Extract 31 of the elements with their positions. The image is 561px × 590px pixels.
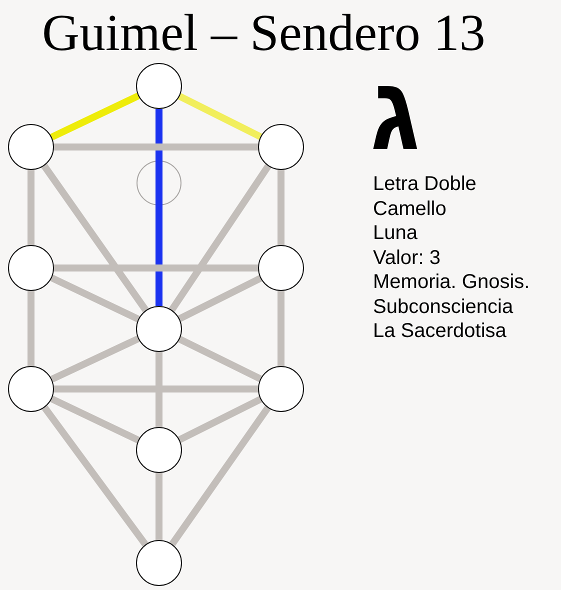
path-line	[178, 275, 262, 322]
path-line	[50, 274, 140, 322]
attribute-text: Valor: 3	[373, 246, 442, 270]
path-line	[28, 291, 34, 366]
path-line	[156, 473, 162, 540]
path-line	[50, 336, 140, 382]
hebrew-letter: ג	[370, 70, 420, 158]
attribute-text: La Sacerdotisa	[373, 319, 508, 344]
path-line	[156, 352, 162, 427]
path-line	[28, 170, 34, 245]
path-line	[178, 93, 262, 140]
attribute-text: Subconsciencia	[373, 294, 514, 319]
path-line	[54, 144, 258, 150]
path-line	[50, 396, 140, 444]
attribute-text: Luna	[373, 221, 418, 246]
path-line	[168, 164, 272, 312]
attribute-text: Letra Doble	[373, 172, 478, 196]
path-line	[54, 386, 258, 392]
path-line	[42, 405, 148, 547]
path-line	[156, 109, 162, 306]
path-line	[178, 336, 262, 382]
path-line	[278, 291, 284, 366]
path-line	[50, 92, 140, 140]
path-line	[169, 406, 271, 546]
attribute-text: Memoria. Gnosis.	[373, 270, 530, 294]
title: Guimel – Sendero 13	[42, 8, 486, 60]
path-line	[54, 264, 258, 272]
path-line	[178, 396, 262, 443]
path-line	[278, 170, 284, 245]
attribute-text: Camello	[373, 196, 448, 221]
path-line	[41, 164, 149, 312]
